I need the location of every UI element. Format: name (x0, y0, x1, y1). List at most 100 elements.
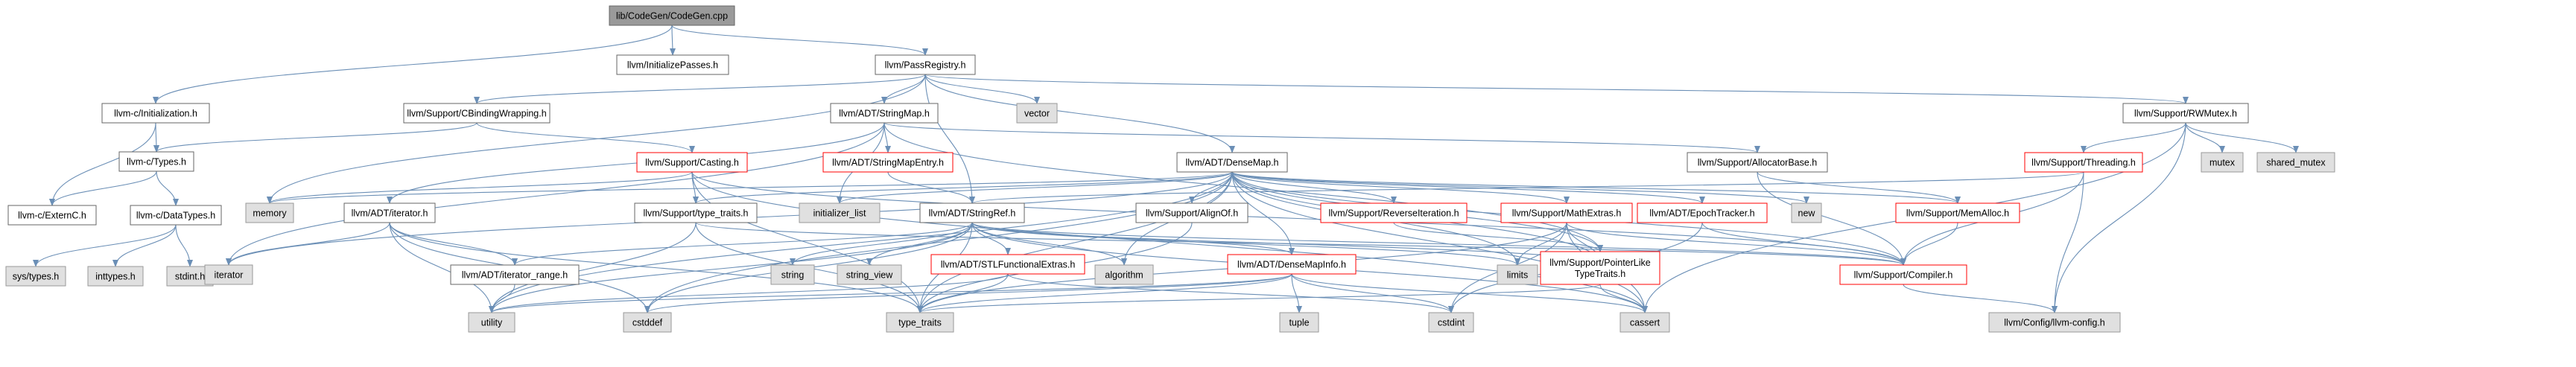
node-stringmap[interactable]: llvm/ADT/StringMap.h (830, 103, 939, 124)
node-initpasses[interactable]: llvm/InitializePasses.h (616, 54, 729, 75)
node-label-initializer_list: initializer_list (813, 208, 866, 219)
node-limits: limits (1497, 264, 1538, 285)
edge-passregistry-to-cbinding (474, 74, 926, 104)
node-initialization[interactable]: llvm-c/Initialization.h (101, 103, 210, 124)
node-label-memory: memory (253, 208, 287, 219)
node-cbinding[interactable]: llvm/Support/CBindingWrapping.h (403, 103, 551, 124)
node-box-densemapinfo (1227, 254, 1357, 275)
edge-cbinding-to-casting (476, 122, 695, 153)
node-memalloc[interactable]: llvm/Support/MemAlloc.h (1895, 202, 2020, 223)
node-label-memalloc: llvm/Support/MemAlloc.h (1906, 208, 2009, 219)
edge-passregistry-to-stringref (924, 74, 975, 204)
node-rwmutex[interactable]: llvm/Support/RWMutex.h (2122, 103, 2249, 124)
node-mathextras[interactable]: llvm/Support/MathExtras.h (1500, 202, 1633, 223)
edge-densemap-to-cassert (1231, 171, 1648, 313)
node-alignof[interactable]: llvm/Support/AlignOf.h (1135, 202, 1249, 223)
node-box-inttypes (87, 266, 144, 287)
node-stringref[interactable]: llvm/ADT/StringRef.h (919, 202, 1025, 223)
node-box-iterator_range (450, 264, 580, 285)
edge-memalloc-to-compiler (1900, 222, 1958, 266)
edge-epochtracker-to-compiler (1701, 222, 1906, 266)
edge-densemap-to-densemapinfo (1231, 171, 1295, 255)
node-box-stlfunctional (930, 254, 1085, 275)
edge-stringmap-to-stringmapentry (883, 122, 891, 153)
node-externc[interactable]: llvm-c/ExternC.h (7, 205, 97, 226)
node-label-typetraits: llvm/Support/type_traits.h (643, 208, 748, 219)
edge-densemap-to-memory (267, 171, 1233, 204)
node-label-cassert: cassert (1630, 318, 1660, 328)
edge-stringmap-to-iterator (226, 122, 885, 266)
edge-densemapinfo-to-utility (489, 273, 1292, 313)
node-box-pointerliketypetraits (1540, 251, 1660, 285)
node-densemapinfo[interactable]: llvm/ADT/DenseMapInfo.h (1227, 254, 1357, 275)
edge-densemapinfo-to-cstddef (644, 273, 1292, 313)
node-string_view: string_view (837, 264, 902, 285)
edge-allocatorbase-to-compiler (1757, 171, 1906, 266)
node-iterator_range[interactable]: llvm/ADT/iterator_range.h (450, 264, 580, 285)
edge-stlfunctional-to-cstdint (1007, 273, 1454, 313)
edge-layer (33, 25, 2299, 313)
node-box-mutex (2201, 152, 2244, 173)
node-label-vector: vector (1024, 109, 1050, 119)
node-box-datatypes (130, 205, 222, 226)
node-reverseiter[interactable]: llvm/Support/ReverseIteration.h (1320, 202, 1468, 223)
node-allocatorbase[interactable]: llvm/Support/AllocatorBase.h (1687, 152, 1828, 173)
node-box-casting (636, 152, 748, 173)
node-datatypes[interactable]: llvm-c/DataTypes.h (130, 205, 222, 226)
node-types[interactable]: llvm-c/Types.h (118, 151, 194, 172)
node-label-tuple: tuple (1289, 318, 1309, 328)
edge-allocatorbase-to-memalloc (1757, 171, 1961, 204)
node-cassert: cassert (1619, 312, 1670, 333)
node-passregistry[interactable]: llvm/PassRegistry.h (875, 54, 976, 75)
node-label-casting: llvm/Support/Casting.h (645, 158, 739, 168)
node-box-stringmap (830, 103, 939, 124)
node-stringmapentry[interactable]: llvm/ADT/StringMapEntry.h (822, 152, 954, 173)
edge-stringref-to-utility (489, 222, 973, 313)
node-codegen[interactable]: lib/CodeGen/CodeGen.cpp (609, 5, 735, 26)
edge-initialization-to-externc (49, 122, 156, 206)
node-threading[interactable]: llvm/Support/Threading.h (2024, 152, 2143, 173)
edge-rwmutex-to-mutex (2185, 122, 2225, 153)
node-epochtracker[interactable]: llvm/ADT/EpochTracker.h (1637, 202, 1768, 223)
node-iterator_h[interactable]: llvm/ADT/iterator.h (343, 202, 436, 223)
node-stlfunctional[interactable]: llvm/ADT/STLFunctionalExtras.h (930, 254, 1085, 275)
edge-codegen-to-initpasses (669, 25, 676, 56)
node-iterator: iterator (204, 264, 253, 285)
edge-datatypes-to-stdint (175, 224, 193, 267)
node-box-rwmutex (2122, 103, 2249, 124)
edge-iterator_h-to-iterator_range (389, 222, 518, 266)
node-box-cbinding (403, 103, 551, 124)
node-box-memalloc (1895, 202, 2020, 223)
edge-mathextras-to-compiler (1566, 222, 1906, 266)
node-typetraits[interactable]: llvm/Support/type_traits.h (634, 202, 758, 223)
node-box-systypes (5, 266, 66, 287)
node-label-densemapinfo: llvm/ADT/DenseMapInfo.h (1237, 260, 1346, 270)
node-box-iterator_h (343, 202, 436, 223)
edge-iterator_h-to-iterator (226, 222, 390, 266)
node-algorithm: algorithm (1094, 264, 1154, 285)
node-box-limits (1497, 264, 1538, 285)
edge-cbinding-to-types (153, 122, 478, 153)
node-initializer_list: initializer_list (799, 202, 881, 223)
node-compiler[interactable]: llvm/Support/Compiler.h (1839, 264, 1967, 285)
node-box-iterator (204, 264, 253, 285)
node-box-vector (1016, 103, 1058, 124)
node-label-string: string (781, 270, 805, 281)
node-label-initpasses: llvm/InitializePasses.h (627, 60, 718, 71)
node-casting[interactable]: llvm/Support/Casting.h (636, 152, 748, 173)
edge-densemap-to-utility (489, 171, 1233, 313)
edge-stringref-to-string (790, 222, 973, 266)
node-box-stringmapentry (822, 152, 954, 173)
edge-densemap-to-typetraits (693, 171, 1233, 204)
node-tuple: tuple (1279, 312, 1319, 333)
node-label-stringref: llvm/ADT/StringRef.h (929, 208, 1016, 219)
node-densemap[interactable]: llvm/ADT/DenseMap.h (1176, 152, 1288, 173)
edge-densemapinfo-to-type_traits (917, 273, 1292, 313)
node-label-densemap: llvm/ADT/DenseMap.h (1185, 158, 1278, 168)
node-label-pointerliketypetraits: llvm/Support/PointerLike (1549, 258, 1651, 268)
node-cstddef: cstddef (623, 312, 672, 333)
node-systypes: sys/types.h (5, 266, 66, 287)
edge-densemap-to-epochtracker (1231, 171, 1705, 204)
